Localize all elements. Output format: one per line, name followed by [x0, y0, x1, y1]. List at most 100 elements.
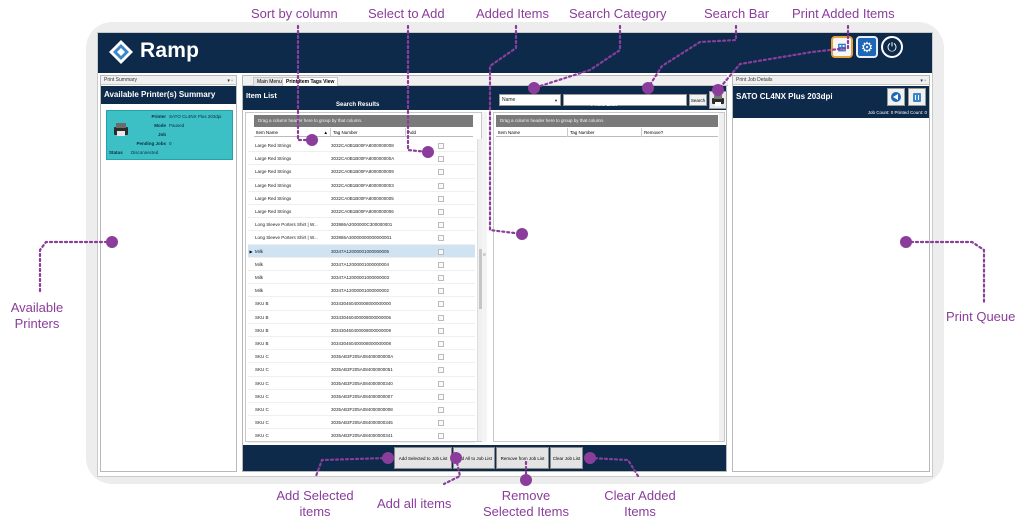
- add-checkbox[interactable]: [438, 182, 444, 189]
- add-checkbox[interactable]: [438, 248, 444, 255]
- add-checkbox[interactable]: [438, 235, 444, 242]
- add-checkbox[interactable]: [438, 341, 444, 347]
- pin-icon[interactable]: ▾ ▫: [920, 78, 926, 84]
- printer-card[interactable]: Printer SATO CL4NX Plus 203dpi Mode Paus…: [106, 110, 233, 160]
- tag-number-cell: 3035AB3F205A08400000000A: [331, 354, 394, 360]
- add-checkbox[interactable]: [438, 143, 444, 149]
- tag-number-cell: 30347A12000001000000003: [331, 275, 390, 280]
- print-column-item-name[interactable]: Item Name: [496, 128, 568, 137]
- add-checkbox[interactable]: [438, 209, 444, 215]
- search-button[interactable]: Search: [689, 94, 707, 106]
- add-checkbox[interactable]: [438, 222, 444, 229]
- search-input[interactable]: [563, 94, 687, 106]
- add-checkbox[interactable]: [438, 195, 444, 202]
- add-checkbox[interactable]: [438, 156, 444, 163]
- clear-queue-button[interactable]: [908, 88, 926, 106]
- add-checkbox[interactable]: [438, 354, 444, 361]
- tag-number-cell: 3032CA0B1B00FA8000000005: [331, 195, 394, 201]
- search-category-select[interactable]: Name ▼: [499, 94, 561, 106]
- item-name-cell: SKU C: [255, 407, 269, 412]
- add-checkbox[interactable]: [438, 367, 444, 374]
- row-marker: [248, 324, 254, 337]
- annotation-sort-by-column: Sort by column: [251, 6, 338, 21]
- add-checkbox[interactable]: [438, 301, 444, 308]
- tab-print-item-tags[interactable]: Print Item Tags View: [282, 77, 339, 86]
- item-name-cell: SKU B: [255, 341, 269, 346]
- item-name-cell: SKU C: [255, 393, 269, 399]
- pin-icon[interactable]: ▾ ▫: [227, 78, 233, 84]
- add-checkbox[interactable]: [438, 169, 444, 176]
- annotation-clear-added-items: Clear Added Items: [595, 488, 685, 520]
- tag-number-cell: 303430460400008000000009: [331, 327, 392, 333]
- add-checkbox[interactable]: [438, 407, 444, 413]
- scrollbar-thumb[interactable]: [479, 249, 482, 309]
- settings-button[interactable]: ⚙: [856, 36, 878, 58]
- print-column-remove[interactable]: Remove?: [644, 130, 664, 135]
- tag-number-cell: 303986A2000000C300000001: [331, 222, 393, 228]
- add-checkbox[interactable]: [438, 275, 444, 281]
- print-job-header: SATO CL4NX Plus 203dpi Job Count: 0 Prin…: [733, 86, 929, 118]
- table-row[interactable]: Long Sleeve Porters Shirt | W...303986A2…: [248, 218, 475, 232]
- print-list-scrollbar[interactable]: [719, 113, 724, 441]
- clear-job-list-button[interactable]: Clear Job List: [550, 447, 583, 469]
- annotation-select-to-add: Select to Add: [368, 6, 445, 21]
- add-checkbox[interactable]: [438, 380, 444, 387]
- splitter-grip-icon[interactable]: ≡: [483, 252, 486, 258]
- add-checkbox[interactable]: [438, 314, 444, 321]
- column-header-add[interactable]: Add: [408, 130, 417, 135]
- print-column-tag-number[interactable]: Tag Number: [568, 128, 642, 137]
- add-checkbox[interactable]: [438, 261, 444, 268]
- add-checkbox[interactable]: [438, 433, 444, 440]
- annotation-line: Selected Items: [483, 504, 569, 519]
- group-by-bar[interactable]: Drag a column header here to group by th…: [254, 115, 473, 127]
- annotation-add-selected-items: Add Selected items: [270, 488, 360, 520]
- print-added-items-button[interactable]: [709, 91, 727, 109]
- add-checkbox[interactable]: [438, 420, 444, 427]
- tab-main-menu[interactable]: Main Menu: [253, 77, 286, 86]
- row-marker: [248, 363, 254, 376]
- add-checkbox[interactable]: [438, 393, 444, 400]
- row-pointer-icon: ▶: [249, 248, 253, 254]
- ramp-logo-icon: [109, 40, 133, 64]
- row-marker: [248, 403, 254, 416]
- resume-queue-button[interactable]: [887, 88, 905, 106]
- results-scrollbar[interactable]: [477, 139, 482, 441]
- tag-number-cell: 30347A12000001000000004: [331, 261, 390, 267]
- add-checkbox[interactable]: [438, 288, 444, 295]
- add-selected-button[interactable]: Add Selected to Job List: [394, 447, 452, 469]
- remove-from-job-list-button[interactable]: Remove from Job List: [496, 447, 549, 469]
- column-header-tag-number[interactable]: Tag Number: [331, 128, 406, 137]
- print-group-by-bar[interactable]: Drag a column header here to group by th…: [496, 115, 718, 127]
- column-header-item-name[interactable]: Item Name ▲: [254, 128, 331, 137]
- table-row[interactable]: Long Sleeve Porters Shirt | W...303986A3…: [248, 231, 475, 245]
- logout-button[interactable]: ⏻: [881, 36, 903, 58]
- grid-splitter[interactable]: ≡: [482, 112, 487, 442]
- tag-number-cell: 303430460400008000000006: [331, 314, 392, 320]
- add-checkbox[interactable]: [438, 327, 444, 334]
- tag-number-cell: 3032CA0B1B00FA8000000003: [331, 182, 394, 188]
- report-button[interactable]: ⊞: [831, 36, 853, 58]
- add-all-button[interactable]: Add All to Job List: [453, 447, 495, 469]
- row-marker: [248, 205, 254, 218]
